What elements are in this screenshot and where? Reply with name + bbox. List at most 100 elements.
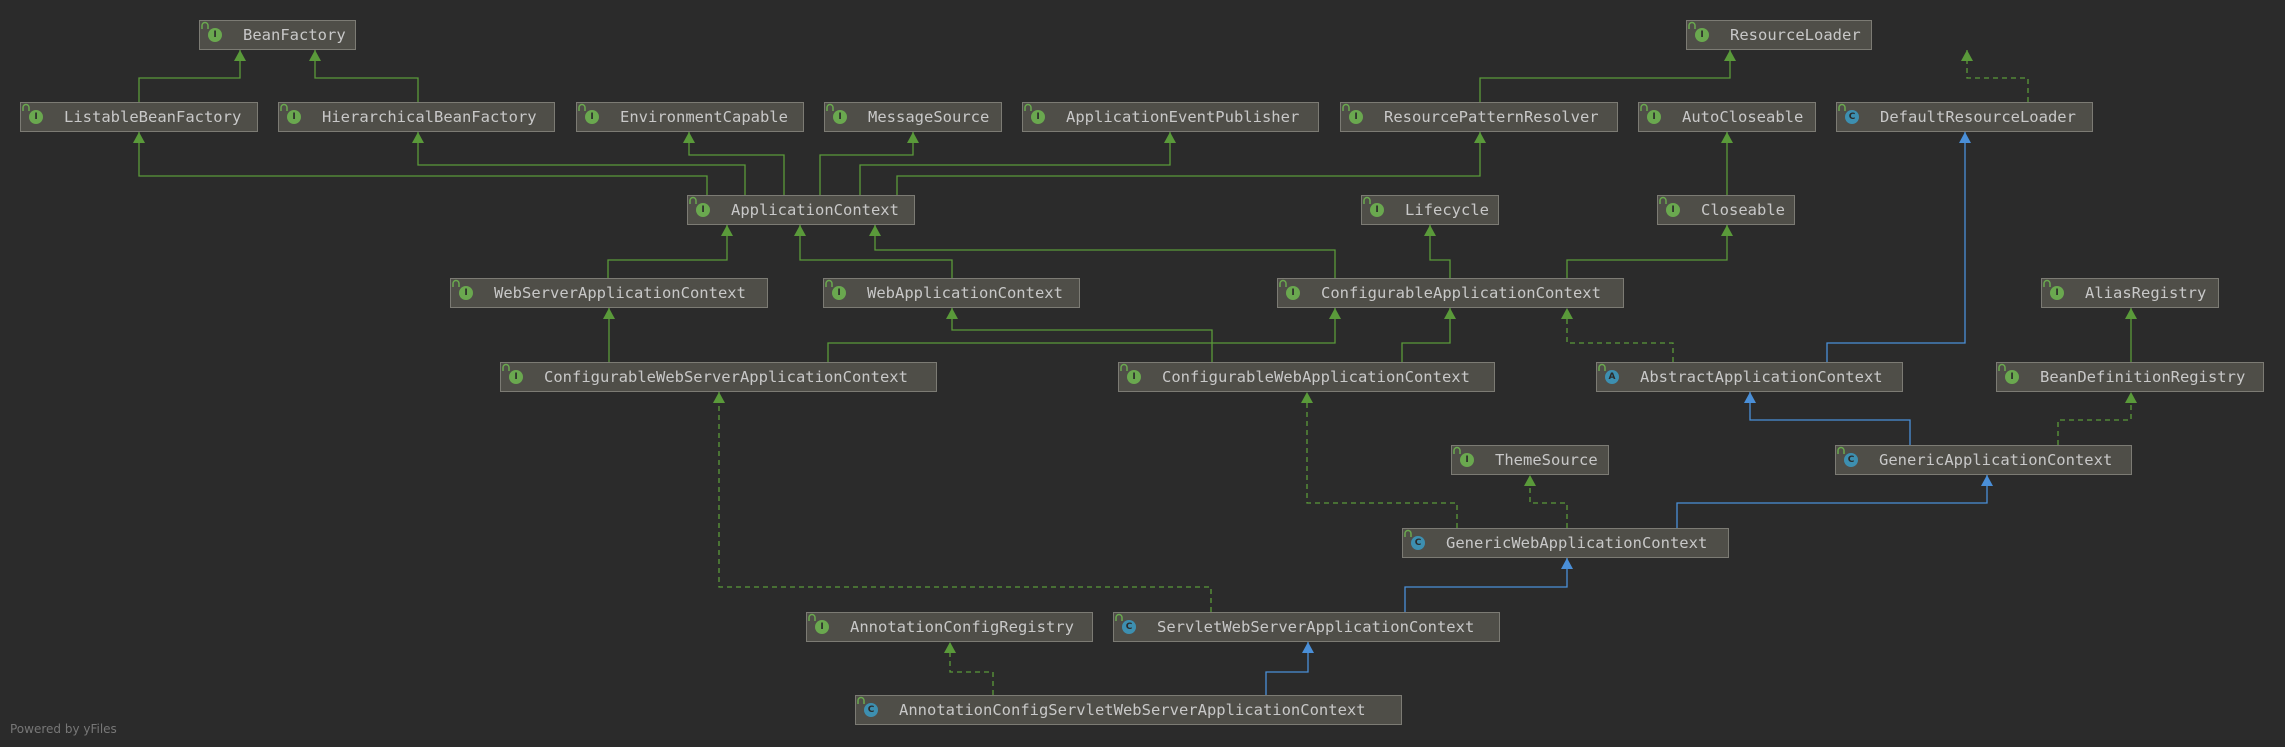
node-label: ApplicationEventPublisher bbox=[1066, 108, 1300, 126]
arrowhead bbox=[721, 225, 733, 236]
public-visibility-icon bbox=[825, 279, 859, 298]
node-servlet-web-server-application-context[interactable]: C ServletWebServerApplicationContext bbox=[1113, 612, 1500, 642]
node-label: ThemeSource bbox=[1495, 451, 1598, 469]
public-visibility-icon bbox=[826, 103, 860, 122]
node-default-resource-loader[interactable]: C DefaultResourceLoader bbox=[1836, 102, 2093, 132]
arrowhead bbox=[869, 225, 881, 236]
inheritance-edge bbox=[827, 308, 1336, 362]
node-annotation-config-servlet-web-server-application-context[interactable]: C AnnotationConfigServletWebServerApplic… bbox=[855, 695, 1402, 725]
arrowhead bbox=[309, 50, 321, 61]
interface-icon: I bbox=[509, 370, 523, 384]
node-label: MessageSource bbox=[868, 108, 990, 126]
inheritance-edge bbox=[1966, 50, 2029, 102]
public-visibility-icon bbox=[1404, 529, 1438, 548]
inheritance-edge bbox=[874, 225, 1336, 278]
arrowhead bbox=[1724, 50, 1736, 61]
inheritance-edge bbox=[949, 642, 994, 695]
inheritance-edge bbox=[896, 132, 1481, 195]
public-visibility-icon bbox=[1640, 103, 1674, 122]
public-visibility-icon bbox=[22, 103, 56, 122]
node-label: EnvironmentCapable bbox=[620, 108, 788, 126]
public-visibility-icon bbox=[2043, 279, 2077, 298]
inheritance-edge bbox=[819, 132, 914, 195]
class-icon: C bbox=[1122, 620, 1136, 634]
node-label: GenericApplicationContext bbox=[1879, 451, 2113, 469]
public-visibility-icon bbox=[1363, 196, 1397, 215]
node-label: HierarchicalBeanFactory bbox=[322, 108, 537, 126]
public-visibility-icon bbox=[1659, 196, 1693, 215]
arrowhead bbox=[603, 308, 615, 319]
node-listable-bean-factory[interactable]: I ListableBeanFactory bbox=[20, 102, 258, 132]
node-label: ConfigurableWebServerApplicationContext bbox=[544, 368, 908, 386]
node-closeable[interactable]: I Closeable bbox=[1657, 195, 1795, 225]
node-bean-definition-registry[interactable]: I BeanDefinitionRegistry bbox=[1996, 362, 2264, 392]
arrowhead bbox=[1524, 475, 1536, 486]
interface-icon: I bbox=[1695, 28, 1709, 42]
public-visibility-icon bbox=[452, 279, 486, 298]
node-annotation-config-registry[interactable]: I AnnotationConfigRegistry bbox=[806, 612, 1093, 642]
interface-icon: I bbox=[1286, 286, 1300, 300]
arrowhead bbox=[907, 132, 919, 143]
public-visibility-icon bbox=[1024, 103, 1058, 122]
inheritance-edge bbox=[1826, 132, 1966, 362]
node-alias-registry[interactable]: I AliasRegistry bbox=[2041, 278, 2219, 308]
node-lifecycle[interactable]: I Lifecycle bbox=[1361, 195, 1499, 225]
arrowhead bbox=[1301, 392, 1313, 403]
interface-icon: I bbox=[29, 110, 43, 124]
node-bean-factory[interactable]: I BeanFactory bbox=[199, 20, 356, 50]
public-visibility-icon bbox=[1838, 103, 1872, 122]
interface-icon: I bbox=[832, 286, 846, 300]
public-visibility-icon bbox=[689, 196, 723, 215]
inheritance-edge bbox=[1566, 308, 1674, 362]
node-web-server-application-context[interactable]: I WebServerApplicationContext bbox=[450, 278, 768, 308]
node-message-source[interactable]: I MessageSource bbox=[824, 102, 1002, 132]
arrowhead bbox=[234, 50, 246, 61]
public-visibility-icon bbox=[857, 696, 891, 715]
public-visibility-icon bbox=[201, 21, 235, 40]
node-resource-pattern-resolver[interactable]: I ResourcePatternResolver bbox=[1340, 102, 1618, 132]
class-icon: C bbox=[1845, 110, 1859, 124]
inheritance-edge bbox=[718, 392, 1212, 612]
interface-icon: I bbox=[833, 110, 847, 124]
arrowhead bbox=[946, 308, 958, 319]
interface-icon: I bbox=[1647, 110, 1661, 124]
node-theme-source[interactable]: I ThemeSource bbox=[1451, 445, 1609, 475]
node-environment-capable[interactable]: I EnvironmentCapable bbox=[576, 102, 804, 132]
node-label: GenericWebApplicationContext bbox=[1446, 534, 1708, 552]
arrowhead bbox=[1721, 225, 1733, 236]
node-label: ConfigurableWebApplicationContext bbox=[1162, 368, 1470, 386]
node-abstract-application-context[interactable]: A AbstractApplicationContext bbox=[1596, 362, 1903, 392]
public-visibility-icon bbox=[1120, 363, 1154, 382]
arrowhead bbox=[1561, 558, 1573, 569]
node-application-event-publisher[interactable]: I ApplicationEventPublisher bbox=[1022, 102, 1319, 132]
interface-icon: I bbox=[1666, 203, 1680, 217]
node-label: WebServerApplicationContext bbox=[494, 284, 746, 302]
node-label: AnnotationConfigRegistry bbox=[850, 618, 1074, 636]
public-visibility-icon bbox=[808, 613, 842, 632]
arrowhead bbox=[1444, 308, 1456, 319]
node-application-context[interactable]: I ApplicationContext bbox=[687, 195, 915, 225]
public-visibility-icon bbox=[280, 103, 314, 122]
node-resource-loader[interactable]: I ResourceLoader bbox=[1686, 20, 1872, 50]
node-web-application-context[interactable]: I WebApplicationContext bbox=[823, 278, 1080, 308]
node-label: AbstractApplicationContext bbox=[1640, 368, 1883, 386]
public-visibility-icon bbox=[1837, 446, 1871, 465]
node-generic-web-application-context[interactable]: C GenericWebApplicationContext bbox=[1402, 528, 1729, 558]
inheritance-edge bbox=[1749, 392, 1911, 445]
inheritance-edge bbox=[417, 132, 746, 195]
inheritance-edge bbox=[1306, 392, 1458, 528]
node-hierarchical-bean-factory[interactable]: I HierarchicalBeanFactory bbox=[278, 102, 555, 132]
public-visibility-icon bbox=[1279, 279, 1313, 298]
node-auto-closeable[interactable]: I AutoCloseable bbox=[1638, 102, 1816, 132]
arrowhead bbox=[1561, 308, 1573, 319]
public-visibility-icon bbox=[578, 103, 612, 122]
arrowhead bbox=[1721, 132, 1733, 143]
node-configurable-web-application-context[interactable]: I ConfigurableWebApplicationContext bbox=[1118, 362, 1495, 392]
node-generic-application-context[interactable]: C GenericApplicationContext bbox=[1835, 445, 2132, 475]
node-configurable-application-context[interactable]: I ConfigurableApplicationContext bbox=[1277, 278, 1624, 308]
interface-icon: I bbox=[459, 286, 473, 300]
inheritance-edge bbox=[138, 50, 241, 102]
interface-icon: I bbox=[1031, 110, 1045, 124]
node-configurable-web-server-application-context[interactable]: I ConfigurableWebServerApplicationContex… bbox=[500, 362, 937, 392]
